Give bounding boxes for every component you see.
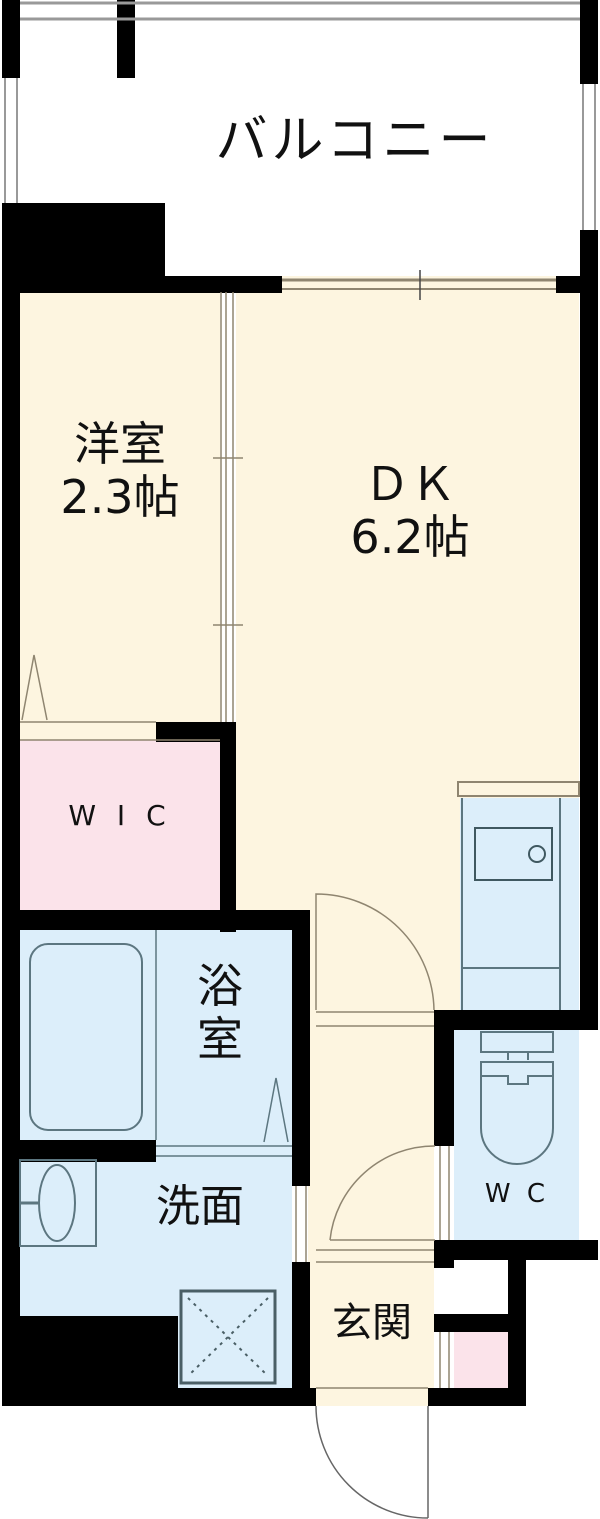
- closet-shelf: [20, 722, 156, 740]
- wall-right: [580, 276, 598, 1028]
- wall-left: [2, 276, 20, 1402]
- bathroom-label-line1: 浴: [197, 959, 243, 1013]
- wall-wic-right: [220, 722, 236, 932]
- wall-balcony-left-top: [2, 0, 20, 78]
- dk-size: 6.2帖: [350, 509, 470, 564]
- wall-top: [2, 276, 282, 293]
- wall-wic-top: [156, 722, 236, 742]
- dk-name: ＤＫ: [364, 457, 456, 511]
- bathroom-label: 浴 室: [180, 960, 260, 1066]
- wall-hall-left: [292, 1262, 310, 1406]
- western-room-floor: [20, 292, 220, 722]
- wall-wic-bottom: [20, 910, 310, 930]
- wall-shoe-top: [434, 1314, 526, 1332]
- entrance-step: [316, 1390, 428, 1406]
- entrance-label: 玄関: [332, 1300, 412, 1346]
- wall-bath-bottom: [20, 1140, 156, 1162]
- wic-label: W I C: [68, 799, 172, 832]
- washroom-label: 洗面: [156, 1181, 244, 1232]
- wall-wc-left-top: [434, 1010, 454, 1146]
- western-room-name: 洋室: [74, 417, 166, 471]
- wall-balcony-right-top: [580, 0, 598, 84]
- wic-floor: [20, 740, 220, 910]
- wall-bath-right: [292, 910, 310, 1186]
- balcony-label: バルコニー: [215, 111, 495, 171]
- shoe-closet: [454, 1332, 508, 1388]
- bathroom-label-line2: 室: [197, 1011, 243, 1066]
- wall-bottom-left: [2, 1388, 316, 1406]
- western-room-size: 2.3帖: [60, 469, 180, 524]
- wall-kitchen-bottom: [434, 1010, 598, 1030]
- hallway-floor: [308, 1012, 434, 1390]
- wc-label: W C: [484, 1179, 550, 1209]
- dk-label: ＤＫ 6.2帖: [290, 458, 530, 564]
- wc-floor: [454, 1030, 579, 1240]
- western-room-label: 洋室 2.3帖: [20, 418, 220, 524]
- wall-bottom-right: [428, 1388, 526, 1406]
